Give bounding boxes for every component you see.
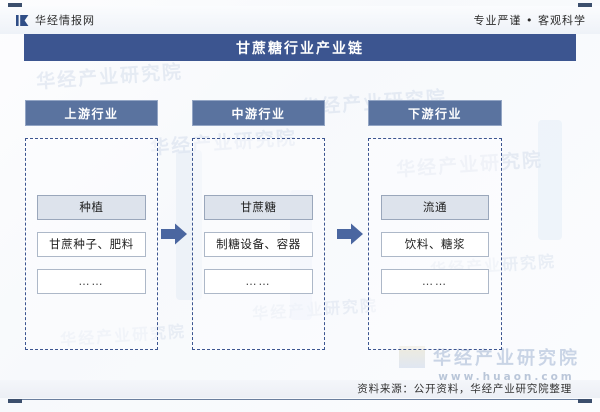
arrow-right-icon (160, 222, 188, 246)
column-downstream: 下游行业 流通 饮料、糖浆 …… (368, 100, 502, 350)
bottom-bar (0, 380, 600, 398)
column-body-upstream: 种植 甘蔗种子、肥料 …… (25, 138, 158, 350)
item-label: 流通 (422, 200, 448, 214)
column-header-label: 中游行业 (231, 106, 286, 121)
item-box: 甘蔗糖 (204, 194, 313, 220)
corner-tick-bottom-left (8, 399, 22, 403)
corner-tick-top-right (578, 3, 592, 7)
item-label: 制糖设备、容器 (216, 237, 301, 251)
bottom-rule (14, 398, 588, 400)
source-note: 资料来源：公开资料，华经产业研究院整理 (357, 383, 572, 395)
column-body-midstream: 甘蔗糖 制糖设备、容器 …… (192, 138, 325, 350)
item-box-ellipsis: …… (37, 268, 146, 294)
item-box: 制糖设备、容器 (204, 231, 313, 257)
item-box: 饮料、糖浆 (381, 231, 489, 257)
item-label: …… (245, 274, 272, 288)
item-label: 甘蔗种子、肥料 (49, 237, 134, 251)
flag-mark-icon (16, 14, 29, 27)
column-upstream: 上游行业 种植 甘蔗种子、肥料 …… (25, 100, 158, 350)
item-label: …… (78, 274, 105, 288)
item-box: 甘蔗种子、肥料 (37, 231, 146, 257)
arrow-right-icon (336, 222, 364, 246)
item-label: 甘蔗糖 (240, 200, 277, 214)
column-header-label: 上游行业 (64, 106, 119, 121)
column-header-label: 下游行业 (407, 106, 462, 121)
corner-tick-top-left (8, 3, 22, 7)
corner-tick-bottom-right (578, 399, 592, 403)
item-box: 种植 (37, 194, 146, 220)
item-label: …… (422, 274, 448, 288)
column-header-downstream: 下游行业 (368, 100, 502, 126)
item-label: 饮料、糖浆 (404, 237, 466, 251)
brand: 华经情报网 (16, 12, 95, 28)
page-title: 甘蔗糖行业产业链 (236, 40, 364, 57)
item-box-ellipsis: …… (204, 268, 313, 294)
column-header-upstream: 上游行业 (25, 100, 158, 126)
item-label: 种植 (79, 200, 104, 214)
column-header-midstream: 中游行业 (192, 100, 325, 126)
slogan-text: 专业严谨 • 客观科学 (473, 14, 586, 27)
brand-text: 华经情报网 (35, 14, 95, 27)
column-body-downstream: 流通 饮料、糖浆 …… (368, 138, 502, 350)
chart-title-bar: 甘蔗糖行业产业链 (24, 34, 576, 61)
item-box-ellipsis: …… (381, 268, 489, 294)
top-bar: 华经情报网 专业严谨 • 客观科学 (0, 6, 600, 34)
column-midstream: 中游行业 甘蔗糖 制糖设备、容器 …… (192, 100, 325, 350)
item-box: 流通 (381, 194, 489, 220)
